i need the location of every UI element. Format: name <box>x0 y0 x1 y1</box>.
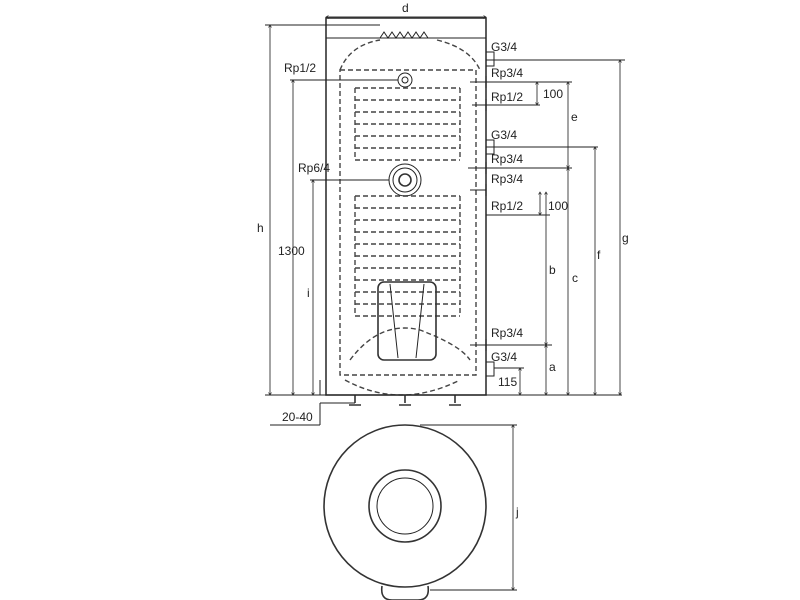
dim-g-label: g <box>622 231 629 245</box>
anode-thread-icon <box>379 31 429 39</box>
heater-insert <box>377 281 437 361</box>
dim-bottom-offset-label: 115 <box>498 375 517 389</box>
dim-i-label: i <box>307 286 310 300</box>
flange-port-icon <box>388 163 422 197</box>
tank-feet <box>349 395 461 406</box>
connection-label-flange: Rp6/4 <box>298 161 330 175</box>
dim-gap-top-label: 100 <box>543 87 563 101</box>
sensor-port-icon <box>397 72 413 88</box>
dim-f-label: f <box>597 248 601 262</box>
dim-b-label: b <box>549 263 556 277</box>
connection-label-sensor: Rp1/2 <box>284 61 316 75</box>
dim-gap-mid-label: 100 <box>548 199 568 213</box>
connection-label: Rp3/4 <box>491 326 523 340</box>
dim-feet-label: 20-40 <box>282 410 313 424</box>
tank-top-view <box>323 424 487 600</box>
tank-side-view <box>325 17 495 406</box>
connection-box <box>380 585 430 600</box>
dim-j-label: j <box>515 505 519 519</box>
dim-a-label: a <box>549 360 556 374</box>
connection-label: G3/4 <box>491 350 517 364</box>
connection-label: Rp3/4 <box>491 152 523 166</box>
lower-heat-exchanger-coil <box>354 195 461 317</box>
connection-label: G3/4 <box>491 128 517 142</box>
dim-d-label: d <box>402 1 409 15</box>
connection-label: Rp3/4 <box>491 66 523 80</box>
right-connections: G3/4 Rp3/4 Rp1/2 G3/4 Rp3/4 Rp3/4 Rp1/2 … <box>491 40 523 364</box>
dim-e-label: e <box>571 110 578 124</box>
dim-c-label: c <box>572 271 578 285</box>
dim-1300-label: 1300 <box>278 244 305 258</box>
connection-label: G3/4 <box>491 40 517 54</box>
upper-heat-exchanger-coil <box>354 87 461 161</box>
connection-label: Rp1/2 <box>491 199 523 213</box>
dim-h-label: h <box>257 221 264 235</box>
connection-label: Rp3/4 <box>491 172 523 186</box>
connection-label: Rp1/2 <box>491 90 523 104</box>
